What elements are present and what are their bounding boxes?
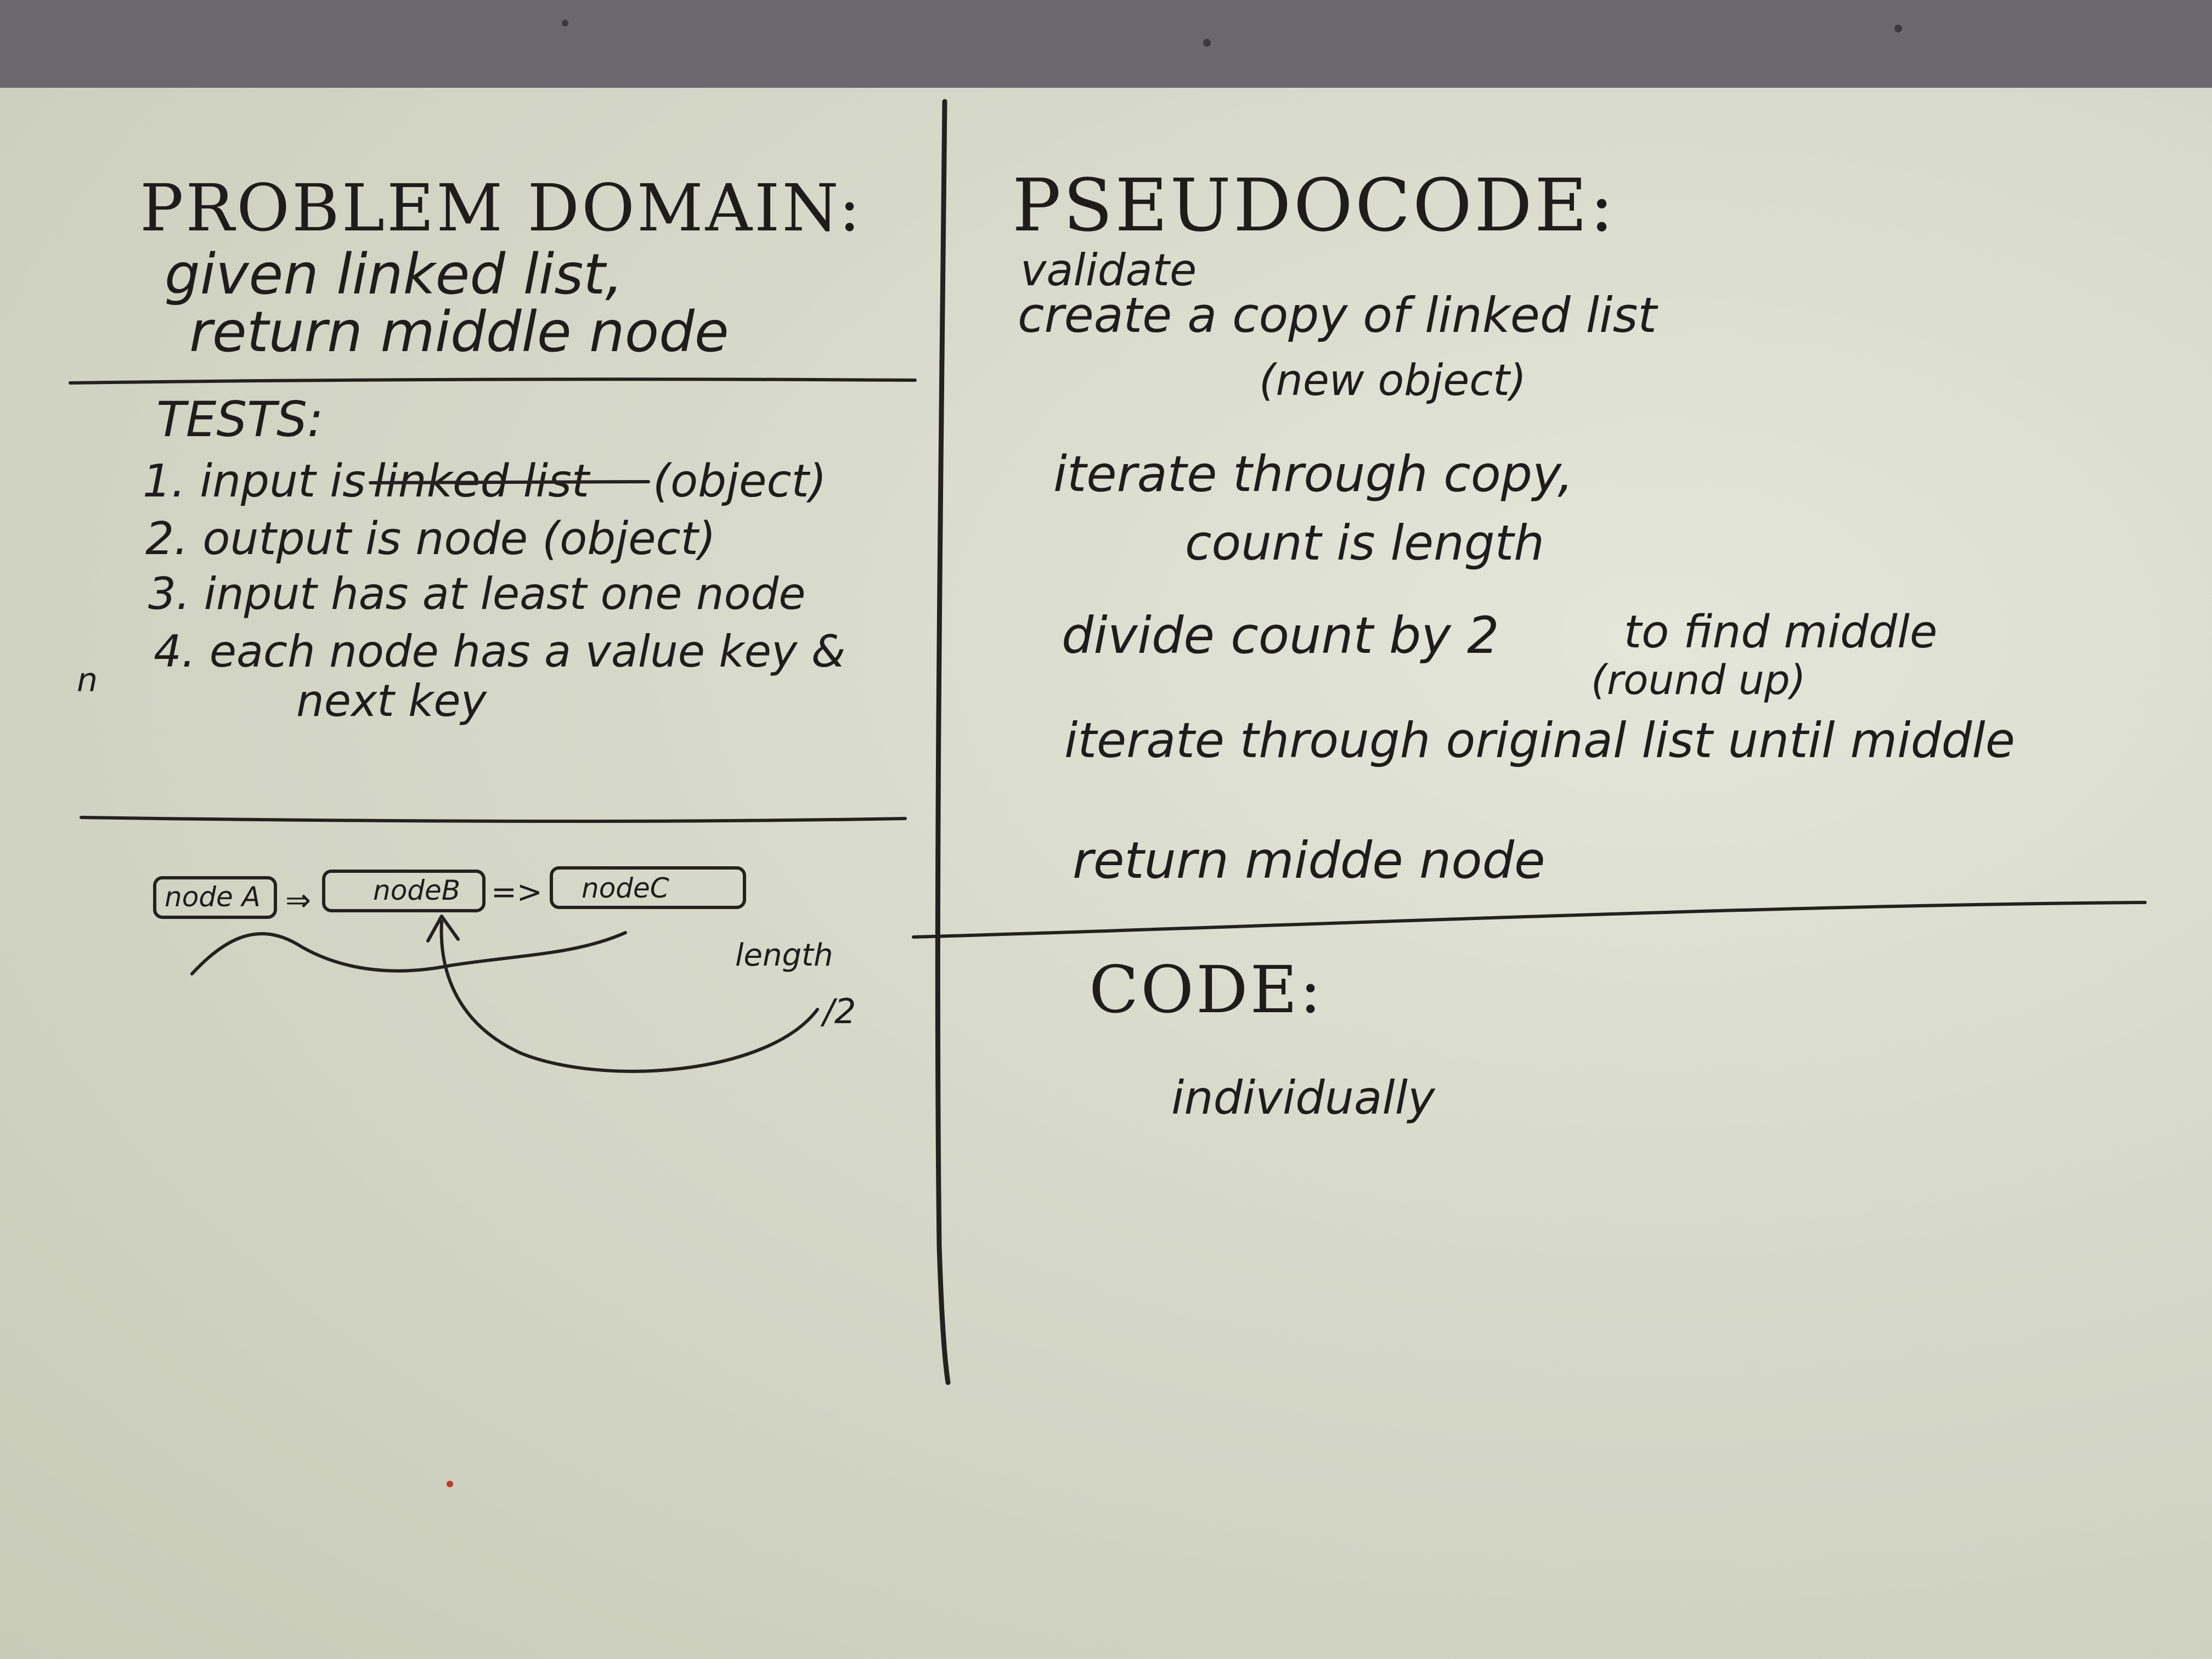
pseudocode-line-iterate-original: iterate through original list until midd… <box>1064 712 2015 769</box>
pseudocode-line-divide: divide count by 2 <box>1062 606 1499 665</box>
problem-domain-line1: given linked list, <box>165 242 623 307</box>
test-item-2: 2. output is node (object) <box>145 513 716 565</box>
test-item-1-prefix: 1. input is <box>143 455 366 507</box>
code-line: individually <box>1171 1071 1436 1125</box>
test-item-1-suffix: (object) <box>653 455 827 507</box>
problem-domain-line2: return middle node <box>189 300 729 365</box>
pseudocode-line-copy: create a copy of linked list <box>1018 287 1658 343</box>
margin-mark: n <box>77 661 98 699</box>
vertical-divider <box>935 99 951 1385</box>
problem-domain-heading: PROBLEM DOMAIN: <box>140 170 862 246</box>
pseudocode-line-validate: validate <box>1020 245 1197 296</box>
tests-heading: TESTS: <box>156 391 323 448</box>
divider-pseudocode-code <box>912 901 2147 939</box>
arrow-b-c: => <box>491 874 543 910</box>
arrow-a-b: ⇒ <box>285 883 311 918</box>
pseudocode-heading: PSEUDOCODE: <box>1012 163 1616 248</box>
test-item-4-continued: next key <box>296 675 488 726</box>
node-c-label: nodeC <box>582 872 669 904</box>
test-item-3: 3. input has at least one node <box>148 568 806 619</box>
node-b-box <box>322 870 486 912</box>
middle-pointer-curve <box>439 920 819 1073</box>
pseudocode-line-round-up: (round up) <box>1591 657 1806 704</box>
node-a-label: node A <box>165 881 261 913</box>
divider-tests-diagram <box>80 816 907 823</box>
pseudocode-line-count: count is length <box>1185 515 1544 571</box>
pointer-arrowhead <box>426 915 460 943</box>
strikethrough-mark <box>369 480 650 484</box>
length-label: length <box>735 938 833 973</box>
node-a-box <box>153 876 277 919</box>
test-item-4: 4. each node has a value key & <box>154 626 845 677</box>
length-divisor: /2 <box>820 991 856 1031</box>
pseudocode-line-new-object: (new object) <box>1259 356 1526 405</box>
frame-screw <box>1894 25 1902 32</box>
divider-problem-tests <box>69 377 917 385</box>
pseudocode-line-iterate-copy: iterate through copy, <box>1053 445 1573 503</box>
pseudocode-line-find-middle: to find middle <box>1624 606 1937 658</box>
frame-screw <box>1203 39 1211 47</box>
code-heading: CODE: <box>1089 952 1324 1028</box>
node-c-box <box>550 866 746 909</box>
iteration-curve <box>190 931 627 975</box>
node-b-label: nodeB <box>373 874 460 906</box>
frame-screw <box>562 20 568 26</box>
pseudocode-line-return: return midde node <box>1073 831 1545 890</box>
marker-speck <box>447 1481 453 1487</box>
whiteboard <box>0 88 2212 1659</box>
